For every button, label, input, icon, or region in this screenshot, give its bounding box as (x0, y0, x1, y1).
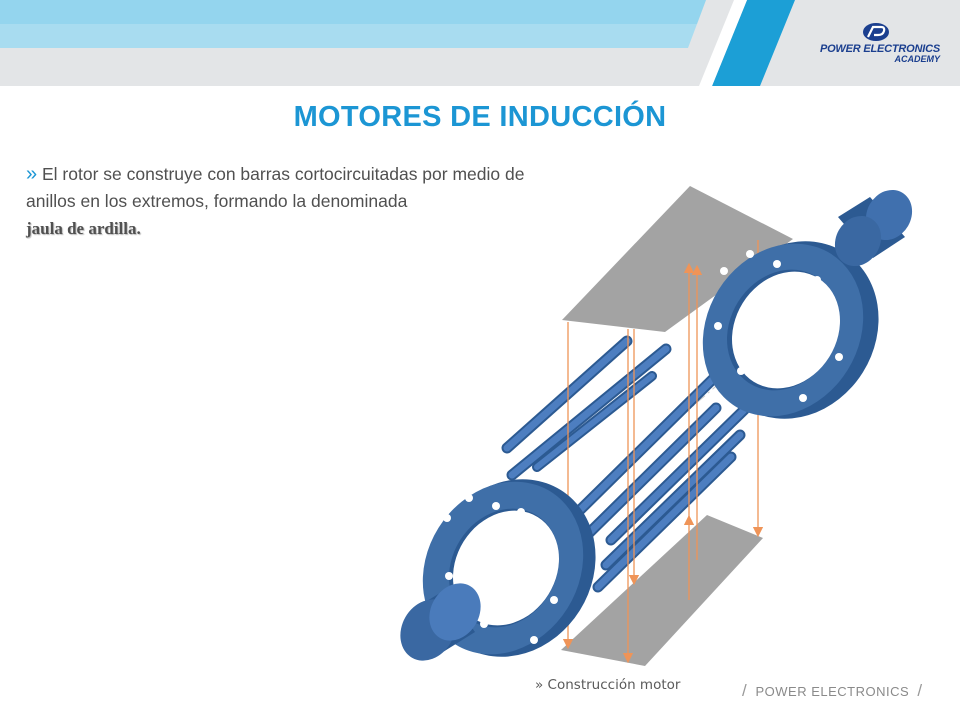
body-text: El rotor se construye con barras cortoci… (26, 164, 525, 211)
top-end-plate (562, 186, 793, 332)
emphasis-period: . (136, 219, 141, 238)
logo-mark-icon (863, 23, 889, 41)
footer-slash-right: / (917, 681, 923, 700)
slide-title: MOTORES DE INDUCCIÓN (293, 101, 667, 133)
bullet-marker: » (26, 163, 38, 185)
header-banner: POWER ELECTRONICS ACADEMY (0, 0, 960, 86)
header-decoration (0, 0, 960, 86)
bottom-end-plate (561, 515, 763, 666)
figure-caption: » Construcción motor (535, 677, 681, 693)
squirrel-cage-rotor-exploded-illustration (400, 186, 913, 666)
footer-slash-left: / (742, 681, 748, 700)
shaft-end-top (834, 189, 913, 267)
emphasis-term: jaula de ardilla (26, 219, 137, 238)
rotor-bar (508, 345, 670, 479)
rotor-bar (578, 404, 720, 544)
power-electronics-logo: POWER ELECTRONICS ACADEMY (808, 20, 948, 70)
logo-academy-text: ACADEMY (894, 54, 940, 64)
shaft-end-bottom (400, 583, 481, 661)
rotor-bar (607, 406, 748, 544)
footer-brand: / POWER ELECTRONICS / (742, 681, 923, 701)
rotor-bar (576, 374, 718, 514)
body-paragraph: » El rotor se construye con barras corto… (26, 161, 566, 242)
rotor-bar (594, 453, 735, 591)
rotor-bar (534, 373, 655, 470)
logo-brand-text: POWER ELECTRONICS (819, 43, 940, 55)
end-ring-top (702, 241, 879, 419)
footer-brand-text: POWER ELECTRONICS (755, 684, 910, 699)
rotor-bar (503, 337, 631, 452)
